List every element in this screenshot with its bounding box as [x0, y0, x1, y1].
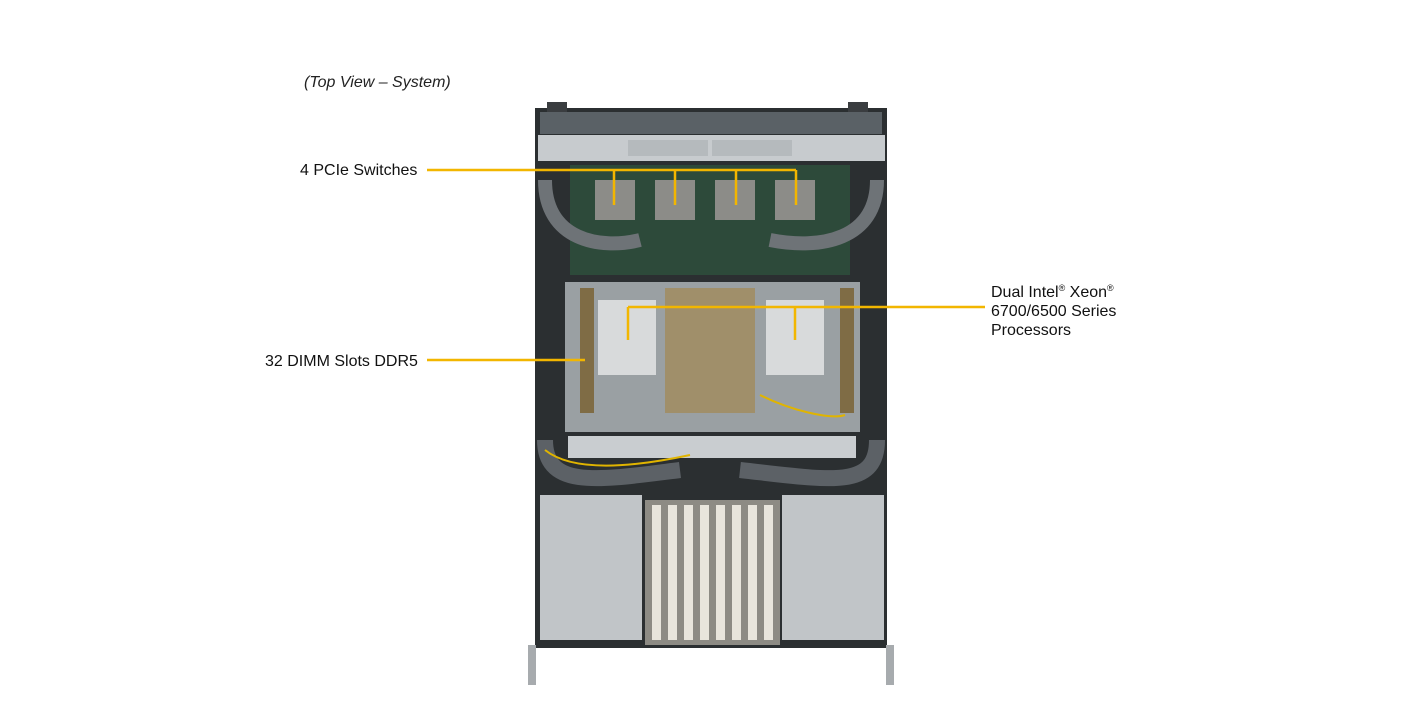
dimm-slots: [580, 288, 854, 413]
registered-mark-1: ®: [1058, 283, 1066, 293]
view-caption: (Top View – System): [304, 74, 451, 91]
rear-io-strip: [540, 112, 882, 134]
air-shroud-top: [538, 135, 885, 161]
cpu-label-brand: Dual Intel: [991, 284, 1059, 301]
expansion-slot-area: [645, 500, 780, 645]
rear-handle-right: [848, 102, 868, 114]
dimm-slots-label: 32 DIMM Slots DDR5: [265, 353, 418, 370]
front-rail-right: [886, 645, 894, 685]
cable-bundle-lower-left: [537, 439, 681, 487]
front-rail-left: [528, 645, 536, 685]
cpu-label-series: 6700/6500 Series: [991, 303, 1117, 320]
cable-bundle-right: [768, 179, 884, 251]
cable-bundle-lower-right: [739, 439, 885, 487]
riser-bracket-left: [540, 495, 642, 640]
cpu-label-family: Xeon: [1065, 284, 1108, 301]
riser-bracket-right: [782, 495, 884, 640]
pcie-switches-label: 4 PCIe Switches: [300, 162, 418, 179]
cpu-callout-line: [626, 305, 985, 340]
mid-crossbar: [568, 436, 856, 458]
rear-handle-left: [547, 102, 567, 114]
processors-label: Dual Intel® Xeon® 6700/6500 Series Proce…: [991, 279, 1116, 340]
cable-bundle-left: [538, 179, 642, 251]
pcie-callout-line: [427, 168, 798, 205]
expansion-slots: [652, 505, 773, 640]
registered-mark-2: ®: [1107, 283, 1114, 293]
callout-lines: [427, 168, 985, 362]
cpu-label-processors: Processors: [991, 322, 1072, 339]
